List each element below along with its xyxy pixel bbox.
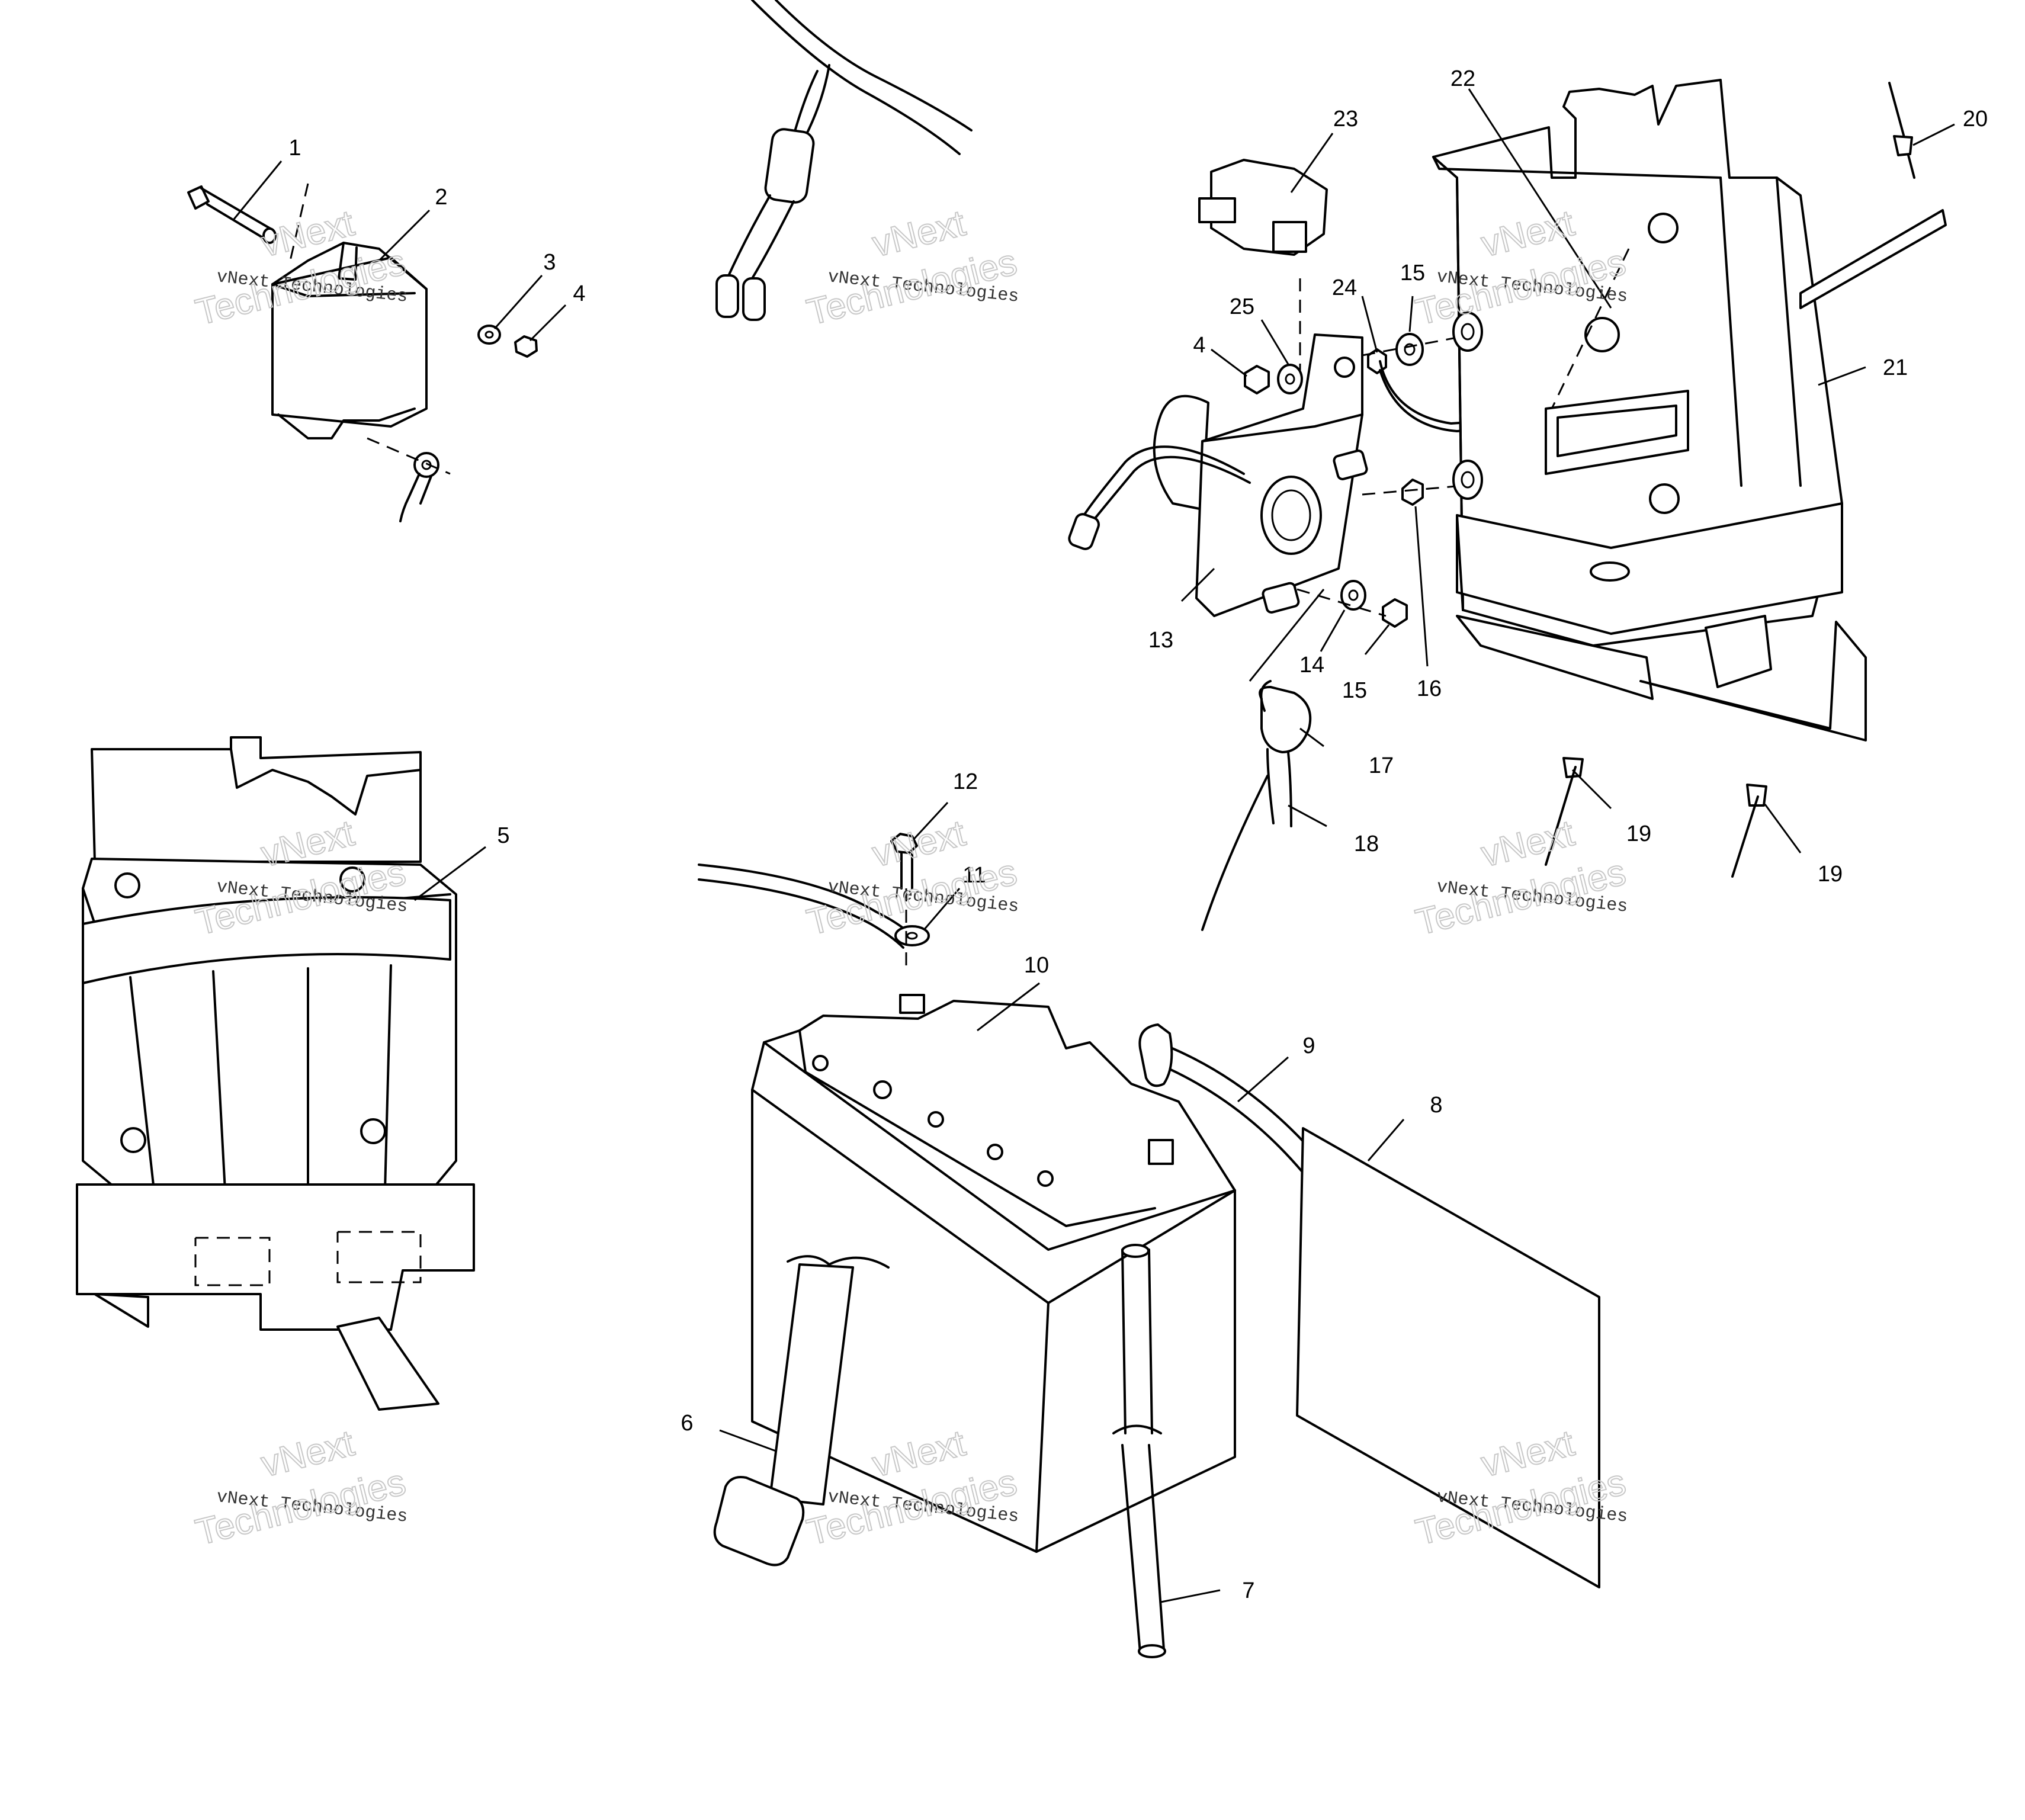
vent-tube-part <box>1112 1244 1166 1658</box>
terminal-boot-part <box>1201 680 1312 931</box>
callout-21: 21 <box>1883 355 1908 380</box>
callout-13: 13 <box>1148 628 1173 653</box>
callout-1: 1 <box>288 136 301 161</box>
callout-4: 4 <box>573 281 585 306</box>
battery-bracket-part <box>1432 79 1947 878</box>
solenoid-group <box>1068 159 1710 931</box>
ground-cable-part <box>698 833 930 971</box>
wire-harness-top <box>715 0 973 321</box>
battery-strap-part <box>713 1255 890 1567</box>
callout-19a: 19 <box>1626 821 1651 846</box>
callout-12: 12 <box>953 769 978 794</box>
callout-15b: 15 <box>1400 261 1425 285</box>
bolt-part <box>187 185 277 244</box>
callout-11: 11 <box>962 863 986 888</box>
battery-holder-part <box>76 736 475 1411</box>
callout-4b: 4 <box>1193 333 1205 358</box>
voltage-regulator-group <box>187 183 538 522</box>
callout-7: 7 <box>1242 1578 1254 1603</box>
callout-16: 16 <box>1417 676 1442 701</box>
battery-pad-part <box>1296 1127 1600 1588</box>
rivet-part <box>1731 784 1767 878</box>
ring-terminal-part <box>367 437 451 522</box>
callout-18: 18 <box>1354 832 1379 856</box>
callout-3: 3 <box>543 250 556 275</box>
callout-5: 5 <box>497 823 509 848</box>
callout-23: 23 <box>1333 107 1358 131</box>
watermark: vNext Technologies vNext Technologies <box>803 202 1022 333</box>
callout-8: 8 <box>1430 1093 1442 1118</box>
callout-2: 2 <box>435 185 447 210</box>
watermark: vNext Technologies vNext Technologies <box>1411 812 1631 943</box>
nut-part <box>514 335 538 358</box>
watermark: vNext Technologies vNext Technologies <box>803 812 1022 943</box>
callout-17: 17 <box>1369 753 1394 778</box>
leader-lines <box>233 88 1955 1603</box>
callout-25: 25 <box>1230 294 1254 319</box>
terminal-cap-part <box>1198 159 1328 256</box>
callout-labels: 1 2 3 4 5 6 7 8 9 10 11 12 13 14 15 16 1… <box>288 66 1988 1603</box>
callout-14: 14 <box>1299 653 1324 678</box>
callout-10: 10 <box>1024 953 1049 978</box>
rivet-part <box>1545 757 1584 866</box>
battery-part <box>713 994 1236 1658</box>
callout-24: 24 <box>1332 275 1357 300</box>
callout-22: 22 <box>1450 66 1475 91</box>
solenoid-body-part <box>1153 333 1368 617</box>
regulator-body-part <box>271 242 428 439</box>
rivet-part <box>1888 82 1915 179</box>
callout-6: 6 <box>681 1411 693 1436</box>
callout-20: 20 <box>1963 107 1988 131</box>
callout-19b: 19 <box>1818 862 1843 887</box>
callout-9: 9 <box>1302 1033 1315 1058</box>
watermark: vNext Technologies vNext Technologies <box>191 1422 410 1553</box>
callout-15a: 15 <box>1342 678 1367 703</box>
washer-part <box>477 325 501 345</box>
